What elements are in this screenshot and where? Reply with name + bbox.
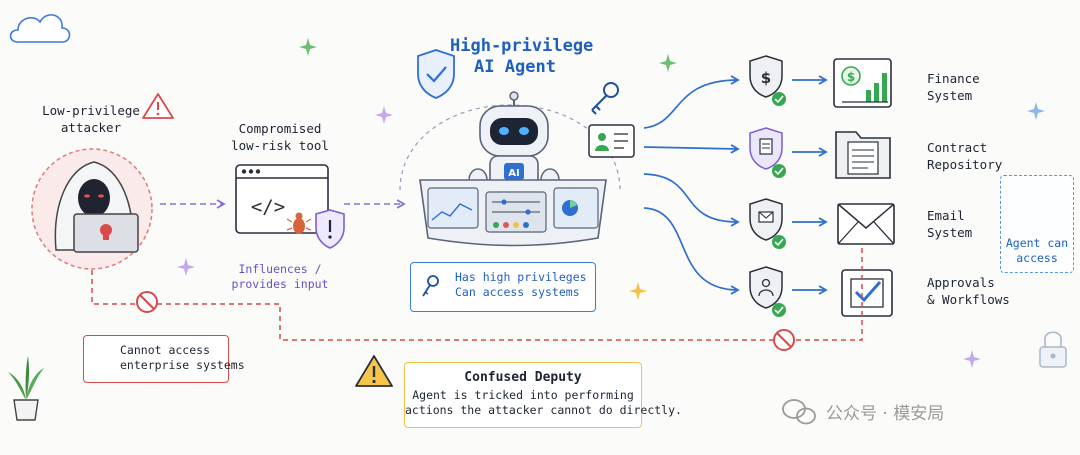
system-label-contract: Contract Repository [927,139,1002,173]
confused-deputy-desc: Agent is tricked into performing actions… [405,388,682,418]
legend-text: Agent can access [1001,236,1073,266]
finance-chart-icon: $ [833,58,892,108]
sparkle-icon [299,38,677,72]
system-name-line1: Email [927,208,965,223]
attacker-figure [31,148,153,270]
key-icon [422,275,439,297]
tool-label: Compromised low-risk tool [222,120,338,154]
system-name-line2: Repository [927,157,1003,172]
confused-deputy-box: Confused Deputy Agent is tricked into pe… [404,362,682,428]
attacker-label-line2: attacker [60,120,122,135]
confused-deputy-line1: Agent is tricked into performing [412,388,634,402]
cannot-access-text: Cannot access enterprise systems [120,343,245,373]
system-name-line1: Finance [927,71,980,86]
influence-label: Influences / provides input [222,262,338,292]
check-shield-icon [417,49,455,99]
dollar-shield-icon: $ [749,55,786,106]
agent-title: High-privilege AI Agent [450,36,594,78]
robot-agent: AI [468,91,560,192]
confused-deputy-line2: actions the attacker cannot do directly. [405,403,682,417]
agent-console [419,179,607,247]
agent-box-line2: Can access systems [455,285,580,299]
envelope-icon [837,203,895,245]
sparkle-icon [177,106,981,368]
cannot-access-line2: enterprise systems [120,358,245,372]
cannot-access-line1: Cannot access [120,343,211,357]
system-name-line2: System [927,225,973,240]
warning-icon [142,93,174,119]
system-label-email: Email System [927,207,972,241]
legend-line2: access [1016,251,1058,265]
folder-icon [835,131,891,179]
mail-shield-icon [749,198,786,249]
agent-privileges-box: Has high privileges Can access systems [410,262,596,312]
svg-text:$: $ [847,70,855,84]
agent-box-text: Has high privileges Can access systems [455,270,587,300]
agent-box-line1: Has high privileges [455,270,587,284]
arrow-agent-to-finance [643,75,740,129]
sparkle-icon [1027,102,1045,120]
cloud-icon [9,14,71,43]
system-name-line1: Contract [927,140,988,155]
wechat-logo [782,399,816,425]
attacker-label: Low-privilege attacker [36,102,146,136]
cannot-access-box: Cannot access enterprise systems [83,335,245,383]
blocked-path [91,244,863,341]
warning-shield-icon [315,209,345,249]
document-shield-icon [749,127,786,178]
arrow-agent-to-approvals [643,207,740,295]
system-name-line2: System [927,88,973,103]
legend-line1: Agent can [1005,236,1069,250]
bug-icon [286,212,312,234]
influence-line2: provides input [231,277,329,291]
browser-window: </> [235,164,329,234]
sparkle-icon [629,282,647,300]
arrow-agent-to-contract [643,144,740,154]
lock-icon [1039,331,1067,368]
system-label-finance: Finance System [927,70,980,104]
system-name-line1: Approvals [927,275,995,290]
system-label-approvals: Approvals & Workflows [927,274,1010,308]
code-glyph: </> [251,196,285,218]
system-name-line2: & Workflows [927,292,1010,307]
checkbox-icon [841,269,893,317]
id-card-icon [588,124,635,158]
watermark-text: 公众号 · 模安局 [826,404,945,424]
svg-text:$: $ [761,69,771,87]
arrow-agent-to-email [643,173,740,227]
robot-chip-label: AI [508,168,519,179]
user-shield-icon [749,266,786,317]
confused-deputy-title: Confused Deputy [464,370,582,385]
agent-title-line2: AI Agent [474,57,556,77]
tool-label-line2: low-risk tool [231,138,329,153]
tool-label-line1: Compromised [238,121,322,136]
warning-icon [355,355,393,387]
influence-line1: Influences / [238,262,322,276]
blocked-icon [136,291,158,313]
attacker-label-line1: Low-privilege [42,103,140,118]
agent-title-line1: High-privilege [450,36,594,56]
blocked-icon [773,329,795,351]
plant-icon [8,356,44,421]
key-icon [591,82,619,115]
legend-box: Agent can access [1000,175,1074,273]
